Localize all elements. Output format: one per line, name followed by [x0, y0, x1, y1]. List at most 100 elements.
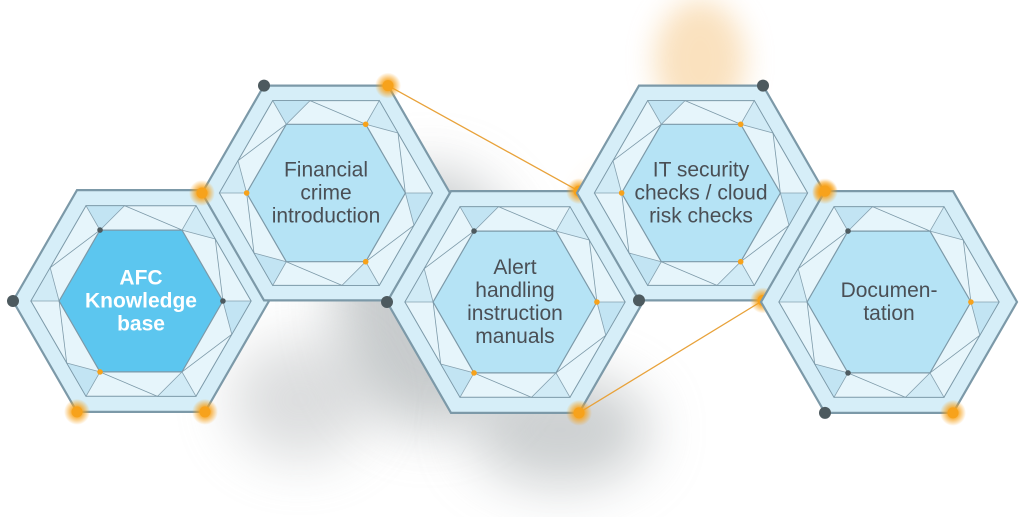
facet-line [555, 335, 607, 374]
hexagon-facet [222, 300, 252, 336]
facet-line [423, 230, 475, 269]
node-dot [258, 79, 270, 92]
node-dot [471, 228, 477, 234]
hexagon-facet [30, 266, 60, 302]
node-dot [737, 121, 744, 128]
hexagon-facet [253, 252, 287, 287]
facet-line [237, 123, 287, 161]
hexagon-facet [833, 206, 874, 232]
facet-line [246, 192, 255, 254]
node-dot [199, 406, 211, 418]
node-dot [362, 121, 369, 128]
node-dot [196, 187, 208, 199]
hexagon-facet [341, 261, 380, 286]
node-label-documentation: Documen- tation [840, 279, 938, 325]
hexagon-afc [7, 189, 271, 425]
hexagon-facet [593, 159, 623, 194]
hexagon-facet [716, 261, 755, 286]
hexagon-core [432, 230, 598, 374]
node-dot [618, 190, 625, 196]
node-dot [471, 370, 477, 376]
node-dot [594, 299, 600, 305]
hexagon-facet [970, 301, 1000, 337]
hexagon-itsec [575, 79, 838, 314]
node-dot [947, 407, 959, 419]
facet-line [740, 225, 790, 263]
node-dot [633, 294, 645, 307]
facet-line [612, 123, 662, 161]
node-dot [7, 295, 19, 307]
node-label-alert: Alert handling instruction manuals [467, 256, 563, 348]
hexagon-facet [555, 205, 591, 241]
node-dot [362, 258, 369, 265]
facet-line [797, 230, 849, 269]
hexagon-facet [813, 363, 849, 399]
facet-line [397, 132, 406, 194]
facet-line [365, 225, 415, 263]
hexagon-facet [404, 267, 434, 303]
facet-line [498, 206, 557, 232]
hexagon-core [806, 230, 972, 374]
hexagon-facet [156, 371, 197, 397]
facet-line [214, 238, 224, 302]
hexagon-core [58, 229, 224, 373]
facet-line [49, 229, 101, 268]
hexagon-facet [628, 252, 662, 287]
hexagon-facet [218, 159, 248, 194]
facet-line [962, 239, 972, 303]
facet-line [661, 261, 718, 286]
hexagon-financial [189, 72, 452, 302]
hexagon-nodes [7, 72, 1019, 426]
node-dot [573, 407, 585, 419]
hexagon-facet [929, 205, 965, 241]
hexagon-facet [530, 372, 571, 398]
facet-line [872, 206, 931, 232]
facet-line [286, 261, 343, 286]
node-dot [757, 79, 769, 92]
hexagon-facet [65, 362, 101, 398]
node-dot [819, 185, 831, 197]
shadow-blob [230, 340, 370, 460]
node-dot [845, 370, 851, 376]
facet-line [684, 100, 741, 125]
hexagon-facet [778, 267, 808, 303]
hexagon-facet [459, 206, 500, 232]
node-label-afc: AFC Knowledge base [84, 266, 197, 336]
hexagon-alert [381, 178, 645, 426]
hexagon-facet [740, 99, 774, 134]
facet-line [99, 371, 158, 397]
hexagon-facet [596, 301, 626, 337]
facet-line [588, 239, 598, 303]
hexagon-facet [365, 99, 399, 134]
facet-line [432, 301, 442, 365]
hexagon-facet [272, 100, 311, 125]
node-dot [819, 406, 831, 419]
hexagon-documentation [759, 178, 1019, 426]
hexagon-facet [404, 192, 434, 227]
facet-line [124, 205, 183, 231]
facet-line [58, 300, 68, 364]
facet-line [847, 372, 906, 398]
hexagon-facet [647, 100, 686, 125]
facet-line [929, 335, 981, 374]
node-dot [381, 296, 393, 308]
facet-line [473, 372, 532, 398]
node-dot [382, 80, 394, 92]
node-dot [243, 190, 250, 196]
facet-line [806, 301, 816, 365]
hexagon-facet [439, 363, 475, 399]
hexagon-facet [904, 372, 945, 398]
connector-line [578, 299, 764, 414]
node-dot [97, 227, 103, 233]
node-dot [97, 369, 103, 375]
node-label-itsec: IT security checks / cloud risk checks [634, 158, 768, 228]
hexagon-facet [181, 204, 217, 240]
facet-line [309, 100, 366, 125]
facet-line [181, 334, 233, 373]
node-dot [845, 228, 851, 234]
connector-line [387, 85, 580, 192]
node-dot [968, 299, 974, 305]
node-dot [220, 298, 226, 304]
facet-line [772, 132, 781, 194]
